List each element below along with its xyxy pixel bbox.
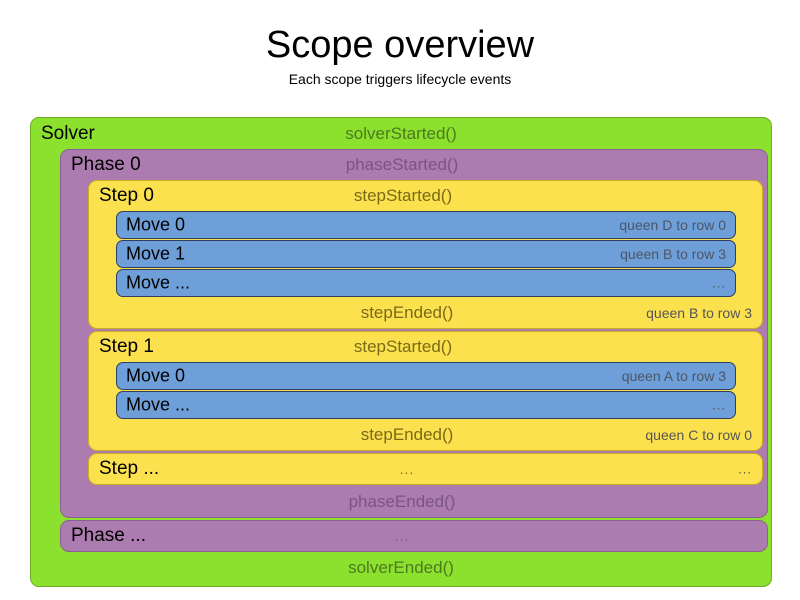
phase-0-ended-event: phaseEnded(): [348, 492, 456, 511]
step-ellipsis-row: Step ... ... ...: [89, 454, 762, 484]
move-detail: ...: [712, 397, 726, 413]
phase-ellipsis-scope: Phase ... ...: [60, 520, 768, 552]
step-1-started-event: stepStarted(): [353, 337, 453, 356]
move-label: Move 1: [126, 243, 186, 264]
step-ellipsis-center: ...: [399, 461, 415, 477]
phase-0-started-row: Phase 0 phaseStarted(): [61, 150, 767, 180]
step-1-started-row: Step 1 stepStarted(): [89, 332, 762, 362]
step-0-scope: Step 0 stepStarted() Move 0 queen D to r…: [88, 180, 763, 329]
phase-0-label: Phase 0: [71, 154, 141, 175]
step-0-ended-detail: queen B to row 3: [646, 305, 752, 321]
solver-ended-event: solverEnded(): [348, 557, 454, 577]
move-detail: queen B to row 3: [620, 246, 726, 262]
step-0-started-event: stepStarted(): [353, 186, 453, 205]
step-0-label: Step 0: [99, 185, 154, 206]
step-1-ended-row: stepEnded() queen C to row 0: [89, 420, 762, 450]
move-detail: queen A to row 3: [621, 368, 726, 384]
move-label: Move 0: [126, 214, 186, 235]
move-label: Move ...: [126, 272, 191, 293]
step-ellipsis-label: Step ...: [99, 458, 160, 479]
page-subtitle: Each scope triggers lifecycle events: [288, 71, 512, 87]
move-detail: queen D to row 0: [619, 217, 726, 233]
move-row[interactable]: Move 0 queen A to row 3: [116, 362, 736, 390]
step-1-label: Step 1: [99, 336, 154, 357]
move-label: Move 0: [126, 365, 186, 386]
phase-0-started-event: phaseStarted(): [345, 155, 459, 174]
solver-label: Solver: [41, 122, 95, 144]
step-1-ended-detail: queen C to row 0: [645, 427, 752, 443]
phase-0-ended-row: phaseEnded(): [61, 487, 767, 517]
solver-scope: Solver solverStarted() Phase 0 phaseStar…: [30, 117, 772, 587]
move-label: Move ...: [126, 394, 191, 415]
page-header: Scope overview Each scope triggers lifec…: [0, 0, 800, 88]
phase-ellipsis-label: Phase ...: [71, 525, 146, 546]
step-0-ended-row: stepEnded() queen B to row 3: [89, 298, 762, 328]
phase-ellipsis-row: Phase ... ...: [61, 521, 767, 551]
solver-started-event: solverStarted(): [345, 123, 457, 143]
move-row[interactable]: Move 1 queen B to row 3: [116, 240, 736, 268]
step-ellipsis-detail: ...: [738, 461, 752, 477]
step-ellipsis-scope: Step ... ... ...: [88, 453, 763, 485]
solver-ended-row: solverEnded(): [31, 552, 771, 583]
move-row[interactable]: Move 0 queen D to row 0: [116, 211, 736, 239]
phase-ellipsis-center: ...: [394, 528, 410, 544]
step-1-ended-event: stepEnded(): [360, 425, 454, 444]
step-0-started-row: Step 0 stepStarted(): [89, 181, 762, 211]
move-row[interactable]: Move ... ...: [116, 391, 736, 419]
step-1-scope: Step 1 stepStarted() Move 0 queen A to r…: [88, 331, 763, 451]
solver-started-row: Solver solverStarted(): [31, 118, 771, 149]
move-row[interactable]: Move ... ...: [116, 269, 736, 297]
phase-0-scope: Phase 0 phaseStarted() Step 0 stepStarte…: [60, 149, 768, 518]
move-detail: ...: [712, 275, 726, 291]
step-0-ended-event: stepEnded(): [360, 303, 454, 322]
page-title: Scope overview: [265, 24, 535, 66]
